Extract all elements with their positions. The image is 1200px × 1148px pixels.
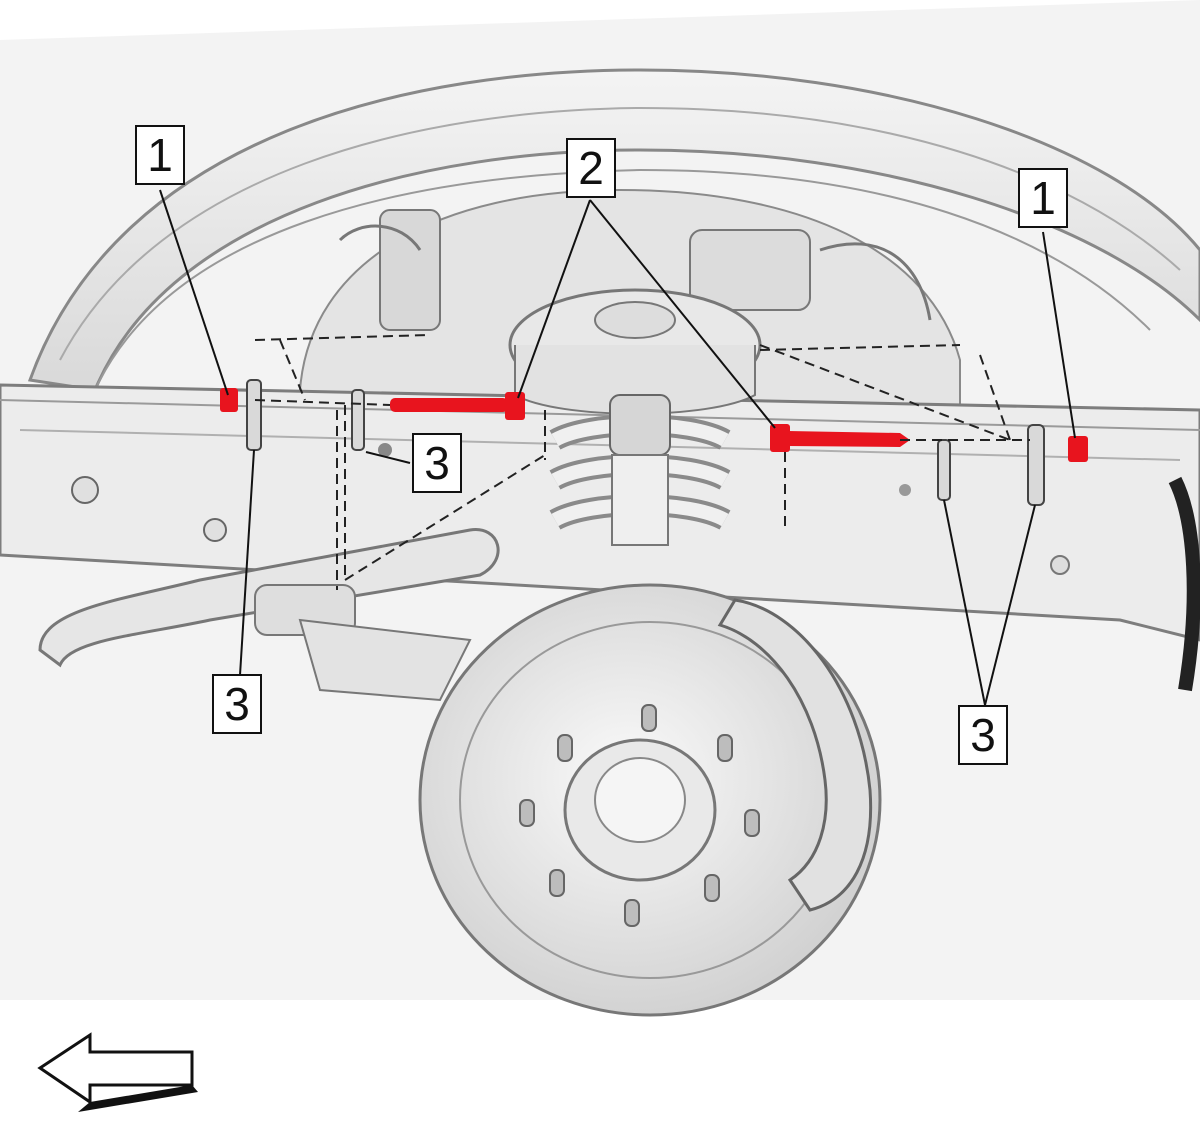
leader-lines: [159, 189, 1076, 706]
bolt-right: [770, 424, 910, 452]
bolt-left: [390, 392, 525, 420]
tire-edge: [1168, 476, 1200, 692]
wheel-studs: [519, 704, 760, 927]
brake-caliper: [717, 598, 873, 912]
spring-seat: [508, 288, 762, 415]
lower-control-arm: [298, 618, 472, 702]
highlighted-fasteners: [220, 388, 1088, 462]
callout-3-right: 3: [958, 705, 1008, 765]
callout-1-right: 1: [1018, 168, 1068, 228]
mounting-brackets: [246, 379, 1045, 506]
callout-3-center: 3: [412, 433, 462, 493]
callout-3-left: 3: [212, 674, 262, 734]
coil-spring: [549, 394, 731, 546]
nut-left: [220, 388, 238, 412]
callout-1-left: 1: [135, 125, 185, 185]
callout-2: 2: [566, 138, 616, 198]
left-arrow-icon: [37, 1032, 198, 1112]
brake-rotor: [418, 583, 882, 1017]
stabilizer-bar: [38, 528, 500, 668]
alignment-lines: [254, 334, 1030, 590]
nut-right: [1068, 436, 1088, 462]
